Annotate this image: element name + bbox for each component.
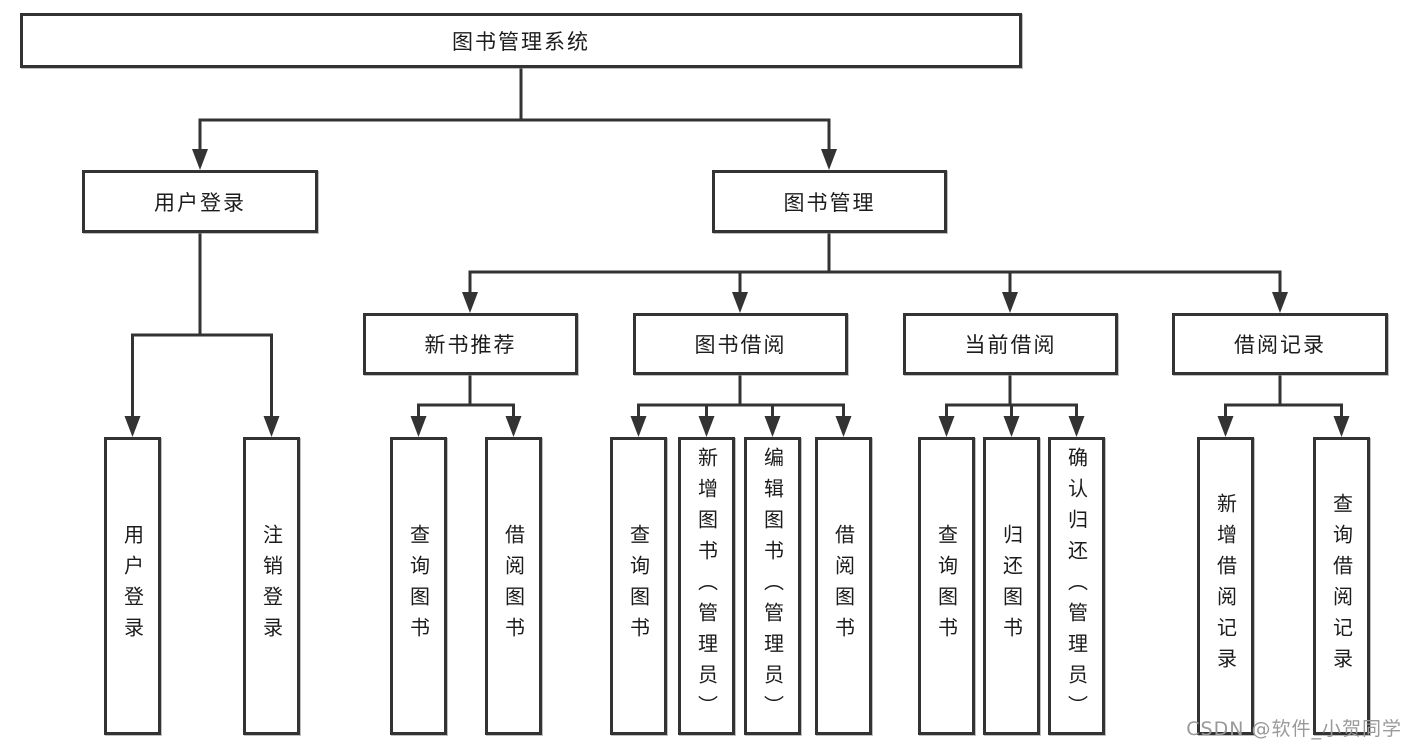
node-new-book-recommend: 新书推荐 xyxy=(363,313,578,375)
leaf-logout-label: 注销登录 xyxy=(259,524,284,648)
node-current-borrow: 当前借阅 xyxy=(903,313,1118,375)
leaf-query-books-current: 查询图书 xyxy=(918,437,975,735)
leaf-borrow-books: 借阅图书 xyxy=(815,437,872,735)
node-borrow-records: 借阅记录 xyxy=(1172,313,1388,375)
node-user-login: 用户登录 xyxy=(82,170,318,233)
leaf-user-login-label: 用户登录 xyxy=(120,524,145,648)
leaf-add-borrow-record: 新增借阅记录 xyxy=(1197,437,1254,735)
leaf-confirm-return-admin: 确认归还（管理员） xyxy=(1048,437,1105,735)
leaf-borrow-books-recommend-label: 借阅图书 xyxy=(501,524,526,648)
leaf-add-books-admin: 新增图书（管理员） xyxy=(678,437,735,735)
leaf-edit-books-admin: 编辑图书（管理员） xyxy=(744,437,801,735)
leaf-query-books-current-label: 查询图书 xyxy=(934,524,959,648)
node-book-management: 图书管理 xyxy=(712,170,947,233)
leaf-query-books-borrow: 查询图书 xyxy=(610,437,667,735)
node-book-borrow: 图书借阅 xyxy=(633,313,848,375)
leaf-borrow-books-recommend: 借阅图书 xyxy=(485,437,542,735)
node-library-management-system: 图书管理系统 xyxy=(20,13,1022,68)
leaf-query-borrow-record: 查询借阅记录 xyxy=(1313,437,1370,735)
leaf-return-books: 归还图书 xyxy=(983,437,1040,735)
leaf-query-books-recommend-label: 查询图书 xyxy=(406,524,431,648)
leaf-add-books-admin-label: 新增图书（管理员） xyxy=(694,446,719,726)
leaf-add-borrow-record-label: 新增借阅记录 xyxy=(1213,493,1238,679)
leaf-query-books-recommend: 查询图书 xyxy=(390,437,447,735)
leaf-query-borrow-record-label: 查询借阅记录 xyxy=(1329,493,1354,679)
leaf-user-login: 用户登录 xyxy=(104,437,161,735)
leaf-return-books-label: 归还图书 xyxy=(999,524,1024,648)
leaf-query-books-borrow-label: 查询图书 xyxy=(626,524,651,648)
leaf-borrow-books-label: 借阅图书 xyxy=(831,524,856,648)
leaf-confirm-return-admin-label: 确认归还（管理员） xyxy=(1064,446,1089,726)
leaf-logout: 注销登录 xyxy=(243,437,300,735)
csdn-watermark: CSDN @软件_小贺同学 xyxy=(1186,718,1402,740)
arrowheads xyxy=(124,149,1350,437)
leaf-edit-books-admin-label: 编辑图书（管理员） xyxy=(760,446,785,726)
